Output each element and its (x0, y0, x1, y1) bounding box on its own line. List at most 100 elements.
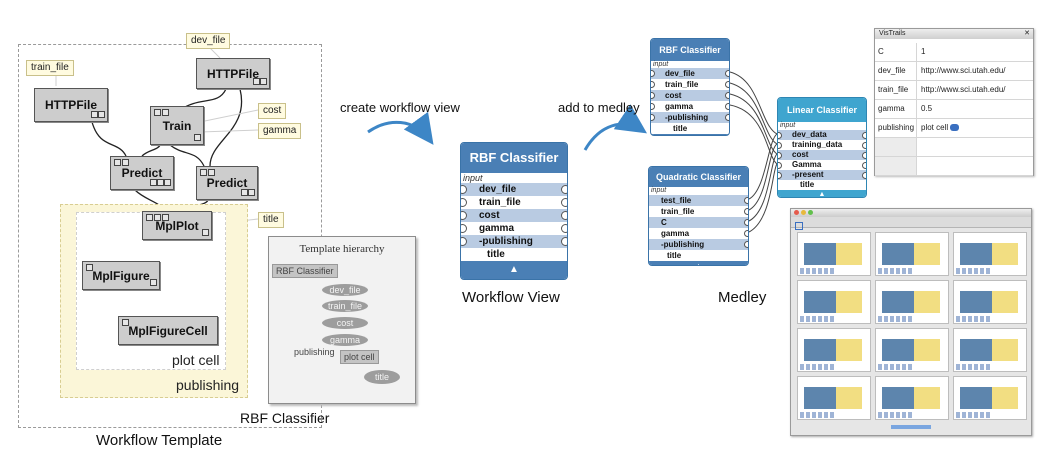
output-port[interactable] (260, 78, 267, 85)
widget-port-row[interactable]: cost (651, 90, 729, 101)
input-port[interactable] (122, 319, 129, 326)
widget-port-row[interactable]: title (461, 248, 567, 261)
widget-port-row[interactable]: gamma (649, 228, 748, 239)
output-port[interactable] (150, 279, 157, 286)
spreadsheet-plot-cell[interactable] (875, 280, 949, 324)
spreadsheet-plot-cell[interactable] (953, 280, 1027, 324)
widget-port-row[interactable]: test_file (649, 195, 748, 206)
widget-collapse-toggle[interactable]: ▲ (649, 261, 748, 265)
medley-quadratic-classifier-widget[interactable]: Quadratic Classifier input test_file tra… (648, 166, 749, 266)
output-port[interactable] (150, 179, 157, 186)
edit-icon[interactable] (950, 124, 960, 132)
output-port[interactable] (98, 111, 105, 118)
close-icon[interactable] (794, 210, 799, 215)
hierarchy-node-title[interactable]: title (364, 370, 400, 384)
spreadsheet-plot-cell[interactable] (797, 376, 871, 420)
module-mplplot[interactable]: MplPlot (142, 211, 212, 240)
widget-port-row[interactable]: -publishing (649, 239, 748, 250)
input-port[interactable] (122, 159, 129, 166)
maximize-icon[interactable] (808, 210, 813, 215)
widget-port-row[interactable]: Gamma (778, 160, 866, 170)
module-train[interactable]: Train (150, 106, 204, 145)
close-icon[interactable]: ✕ (1024, 30, 1030, 37)
widget-port-row[interactable]: -present (778, 170, 866, 180)
output-port[interactable] (202, 229, 209, 236)
module-mplfigurecell[interactable]: MplFigureCell (118, 316, 218, 345)
parameter-value[interactable]: 1 (921, 47, 926, 56)
output-port[interactable] (91, 111, 98, 118)
parameter-value[interactable]: plot cell (917, 119, 1033, 137)
input-port[interactable] (162, 214, 169, 221)
widget-collapse-toggle[interactable]: ▲ (651, 134, 729, 135)
output-port[interactable] (164, 179, 171, 186)
widget-port-row[interactable]: dev_file (651, 68, 729, 79)
widget-port-row[interactable]: train_file (651, 79, 729, 90)
minimize-icon[interactable] (801, 210, 806, 215)
widget-port-row[interactable]: gamma (651, 101, 729, 112)
widget-port-row[interactable]: dev_data (778, 130, 866, 140)
vistrails-parameter-window[interactable]: VisTrails ✕ C 1 dev_file http://www.sci.… (874, 28, 1034, 176)
widget-port-row[interactable]: train_file (461, 196, 567, 209)
module-predict-right[interactable]: Predict (196, 166, 258, 200)
output-port[interactable] (241, 189, 248, 196)
hierarchy-node-cost[interactable]: cost (322, 317, 368, 329)
widget-port-row[interactable]: cost (778, 150, 866, 160)
hierarchy-node-dev-file[interactable]: dev_file (322, 284, 368, 296)
sheet-tab-icon[interactable] (795, 222, 803, 230)
module-predict-left[interactable]: Predict (110, 156, 174, 190)
widget-port-row[interactable]: training_data (778, 140, 866, 150)
output-port[interactable] (253, 78, 260, 85)
spreadsheet-plot-cell[interactable] (953, 328, 1027, 372)
input-port[interactable] (114, 159, 121, 166)
output-port[interactable] (157, 179, 164, 186)
medley-rbf-classifier-widget[interactable]: RBF Classifier input dev_file train_file… (650, 38, 730, 136)
input-port[interactable] (208, 169, 215, 176)
module-mplfigure[interactable]: MplFigure (82, 261, 160, 290)
widget-port-row[interactable]: title (651, 123, 729, 134)
spreadsheet-plot-cell[interactable] (875, 232, 949, 276)
module-httpfile-right[interactable]: HTTPFile (196, 58, 270, 89)
spreadsheet-plot-cell[interactable] (797, 280, 871, 324)
parameter-row[interactable]: dev_file http://www.sci.utah.edu/ (875, 62, 1033, 81)
hierarchy-node-train-file[interactable]: train_file (322, 300, 368, 312)
medley-linear-classifier-widget[interactable]: Linear Classifier input dev_data trainin… (777, 97, 867, 198)
spreadsheet-plot-cell[interactable] (875, 328, 949, 372)
input-port[interactable] (162, 109, 169, 116)
parameter-row[interactable]: publishing plot cell (875, 119, 1033, 138)
widget-port-row[interactable]: gamma (461, 222, 567, 235)
spreadsheet-plot-cell[interactable] (875, 376, 949, 420)
parameter-row[interactable]: C 1 (875, 43, 1033, 62)
input-port[interactable] (146, 214, 153, 221)
hierarchy-node-gamma[interactable]: gamma (322, 334, 368, 346)
parameter-value[interactable]: 0.5 (921, 104, 933, 113)
output-port[interactable] (194, 134, 201, 141)
parameter-row[interactable]: gamma 0.5 (875, 100, 1033, 119)
spreadsheet-plot-cell[interactable] (797, 328, 871, 372)
hierarchy-root-node[interactable]: RBF Classifier (272, 264, 338, 278)
workflow-view-widget[interactable]: RBF Classifier input dev_file train_file… (460, 142, 568, 280)
input-port[interactable] (154, 214, 161, 221)
module-httpfile-left[interactable]: HTTPFile (34, 88, 108, 122)
widget-port-row[interactable]: C (649, 217, 748, 228)
widget-port-row[interactable]: cost (461, 209, 567, 222)
widget-port-row[interactable]: -publishing (461, 235, 567, 248)
parameter-value[interactable]: http://www.sci.utah.edu/ (921, 85, 1006, 94)
input-port[interactable] (154, 109, 161, 116)
spreadsheet-plot-cell[interactable] (797, 232, 871, 276)
widget-collapse-toggle[interactable]: ▲ (778, 190, 866, 197)
input-port[interactable] (86, 264, 93, 271)
widget-collapse-toggle[interactable]: ▲ (461, 261, 567, 279)
widget-port-row[interactable]: train_file (649, 206, 748, 217)
widget-port-row[interactable]: dev_file (461, 183, 567, 196)
parameter-value[interactable]: http://www.sci.utah.edu/ (921, 66, 1006, 75)
spreadsheet-plot-cell[interactable] (953, 232, 1027, 276)
hierarchy-node-publishing[interactable]: publishing (294, 347, 335, 357)
input-port[interactable] (200, 169, 207, 176)
output-port[interactable] (248, 189, 255, 196)
widget-port-row[interactable]: -publishing (651, 112, 729, 123)
parameter-row[interactable]: train_file http://www.sci.utah.edu/ (875, 81, 1033, 100)
hierarchy-node-plot-cell[interactable]: plot cell (340, 350, 379, 364)
spreadsheet-window[interactable] (790, 208, 1032, 436)
widget-port-row[interactable]: title (778, 180, 866, 190)
widget-port-row[interactable]: title (649, 250, 748, 261)
